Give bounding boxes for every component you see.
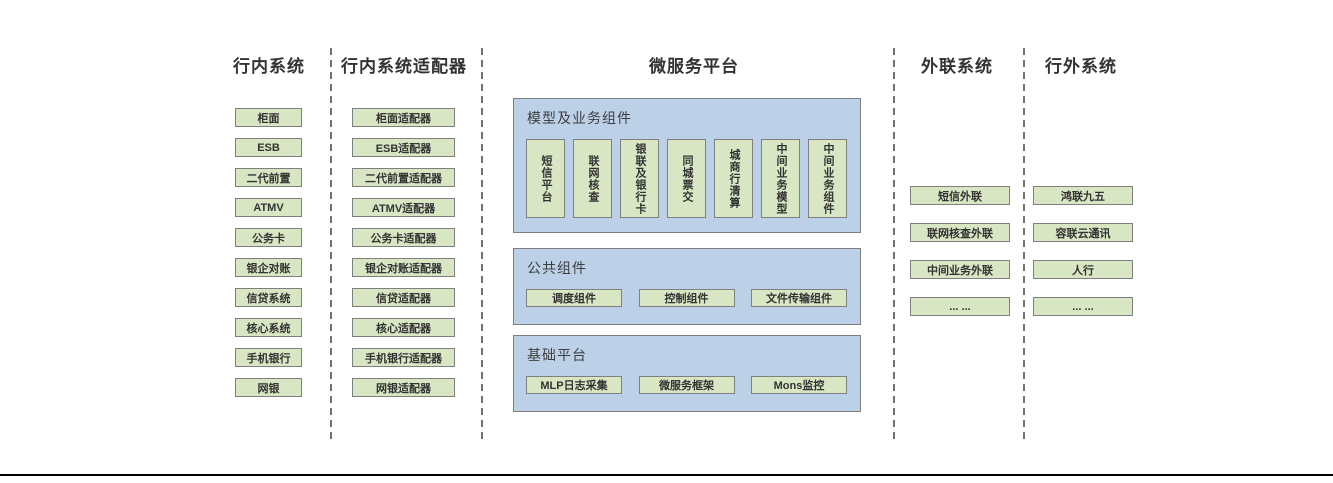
header-internal-adapters: 行内系统适配器 — [341, 57, 467, 76]
adapter-box: 网银适配器 — [352, 378, 455, 397]
system-box: ATMV — [235, 198, 302, 217]
panel-model-business-components: 模型及业务组件 短信平台 联网核查 银联及银行卡 同城票交 城商行清算 中间业务… — [513, 98, 861, 233]
panel-common-components: 公共组件 调度组件 控制组件 文件传输组件 — [513, 248, 861, 325]
adapter-list: 柜面适配器 ESB适配器 二代前置适配器 ATMV适配器 公务卡适配器 银企对账… — [352, 108, 455, 408]
header-external-link-systems: 外联系统 — [921, 57, 993, 76]
business-component-box: 城商行清算 — [714, 139, 753, 218]
base-platform-box: MLP日志采集 — [526, 376, 622, 394]
column-divider — [893, 48, 895, 442]
base-platform-box: 微服务框架 — [638, 376, 735, 394]
business-component-box: 银联及银行卡 — [620, 139, 659, 218]
panel-base-platform: 基础平台 MLP日志采集 微服务框架 Mons监控 — [513, 335, 861, 412]
adapter-box: 手机银行适配器 — [352, 348, 455, 367]
internal-systems-list: 柜面 ESB 二代前置 ATMV 公务卡 银企对账 信贷系统 核心系统 手机银行… — [235, 108, 302, 408]
panel-title: 公共组件 — [527, 260, 587, 276]
business-component-box: 联网核查 — [573, 139, 612, 218]
column-divider — [330, 48, 332, 442]
common-component-box: 文件传输组件 — [751, 289, 847, 307]
business-component-box: 同城票交 — [667, 139, 706, 218]
common-component-box: 控制组件 — [638, 289, 735, 307]
column-divider — [1023, 48, 1025, 442]
adapter-box: 二代前置适配器 — [352, 168, 455, 187]
adapter-box: 银企对账适配器 — [352, 258, 455, 277]
base-platform-row: MLP日志采集 微服务框架 Mons监控 — [526, 376, 847, 394]
system-box: 银企对账 — [235, 258, 302, 277]
system-box: 网银 — [235, 378, 302, 397]
external-systems-list: 鸿联九五 容联云通讯 人行 ... ... — [1033, 186, 1133, 334]
system-box: 二代前置 — [235, 168, 302, 187]
adapter-box: ESB适配器 — [352, 138, 455, 157]
system-box: 公务卡 — [235, 228, 302, 247]
external-link-list: 短信外联 联网核查外联 中间业务外联 ... ... — [910, 186, 1010, 334]
common-component-row: 调度组件 控制组件 文件传输组件 — [526, 289, 847, 307]
external-system-box: 鸿联九五 — [1033, 186, 1133, 205]
business-component-row: 短信平台 联网核查 银联及银行卡 同城票交 城商行清算 中间业务模型 中间业务组… — [526, 139, 847, 218]
header-external-systems: 行外系统 — [1045, 57, 1117, 76]
adapter-box: 柜面适配器 — [352, 108, 455, 127]
external-system-box: 容联云通讯 — [1033, 223, 1133, 242]
header-internal-systems: 行内系统 — [233, 57, 305, 76]
system-box: ESB — [235, 138, 302, 157]
external-link-box: 联网核查外联 — [910, 223, 1010, 242]
bottom-rule — [0, 474, 1333, 476]
business-component-box: 中间业务模型 — [761, 139, 800, 218]
header-microservice-platform: 微服务平台 — [649, 57, 739, 76]
business-component-box: 短信平台 — [526, 139, 565, 218]
adapter-box: 核心适配器 — [352, 318, 455, 337]
column-divider — [481, 48, 483, 442]
system-box: 手机银行 — [235, 348, 302, 367]
external-link-box: 短信外联 — [910, 186, 1010, 205]
external-link-box: 中间业务外联 — [910, 260, 1010, 279]
external-link-box: ... ... — [910, 297, 1010, 316]
adapter-box: ATMV适配器 — [352, 198, 455, 217]
base-platform-box: Mons监控 — [751, 376, 847, 394]
adapter-box: 公务卡适配器 — [352, 228, 455, 247]
common-component-box: 调度组件 — [526, 289, 622, 307]
system-box: 核心系统 — [235, 318, 302, 337]
business-component-box: 中间业务组件 — [808, 139, 847, 218]
external-system-box: 人行 — [1033, 260, 1133, 279]
system-box: 信贷系统 — [235, 288, 302, 307]
panel-title: 基础平台 — [527, 347, 587, 363]
adapter-box: 信贷适配器 — [352, 288, 455, 307]
external-system-box: ... ... — [1033, 297, 1133, 316]
panel-title: 模型及业务组件 — [527, 110, 632, 126]
system-box: 柜面 — [235, 108, 302, 127]
